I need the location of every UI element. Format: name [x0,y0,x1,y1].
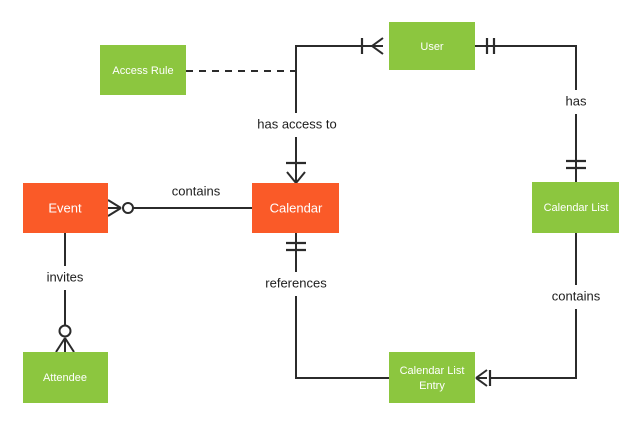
edge-references [286,233,389,379]
entity-calendar-box[interactable] [252,183,339,233]
entity-calendar-list-entry[interactable]: Calendar List Entry [389,352,475,403]
entity-event-label: Event [48,200,82,215]
zero-nub-event-right [122,202,134,214]
edge-contains-list-lower [490,309,577,379]
crowfoot-cle-right [475,369,488,387]
entity-calendar-list-entry-label-line2: Entry [419,380,445,392]
entity-attendee-box[interactable] [23,352,108,403]
entity-access-rule-label: Access Rule [112,65,173,77]
relationship-label-has-access-to: has access to [257,116,337,131]
edge-invites [55,233,75,353]
entity-calendar[interactable]: Calendar [252,183,339,233]
zero-nub-attendee [58,324,72,338]
crowfoot-event-right [107,199,122,217]
crowfoot-calendar-top [286,170,306,184]
entity-user-label: User [420,41,444,53]
entity-user-box[interactable] [389,22,475,70]
entity-calendar-list-entry-label-line1: Calendar List [400,365,465,377]
edge-contains-list-entry [475,233,577,387]
edge-has-upper [475,45,577,90]
relationship-label-invites: invites [47,269,84,284]
entity-user[interactable]: User [389,22,475,70]
entity-event-box[interactable] [23,183,108,233]
entity-calendar-list-label: Calendar List [544,202,609,214]
crowfoot-attendee-top [55,337,75,353]
entity-access-rule-box[interactable] [100,45,186,95]
edge-has-access-to-upper [295,45,383,113]
relationship-label-references: references [265,275,327,290]
edge-has-access-to [286,37,384,184]
relationship-label-has: has [566,93,587,108]
entity-calendar-list[interactable]: Calendar List [532,182,619,233]
entity-calendar-list-entry-box[interactable] [389,352,475,403]
crowfoot-user-left [371,37,384,55]
entity-attendee-label: Attendee [43,372,87,384]
entity-calendar-label: Calendar [270,200,323,215]
entity-access-rule[interactable]: Access Rule [100,45,186,95]
relationship-label-contains-event-calendar: contains [172,183,221,198]
edge-contains-event-calendar [107,199,252,217]
relationship-label-contains-list-entry: contains [552,288,601,303]
edge-has [475,38,586,182]
entity-event[interactable]: Event [23,183,108,233]
entity-calendar-list-box[interactable] [532,182,619,233]
edge-references-lower [295,296,389,379]
entity-attendee[interactable]: Attendee [23,352,108,403]
